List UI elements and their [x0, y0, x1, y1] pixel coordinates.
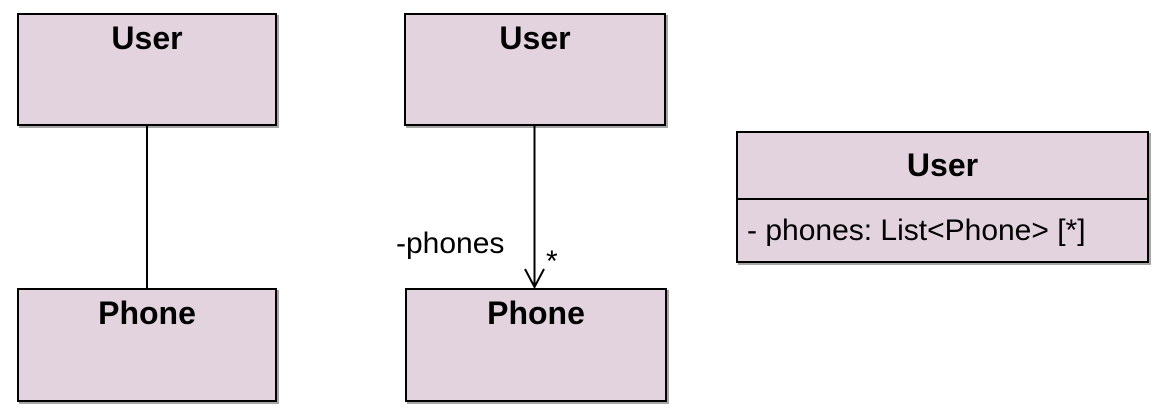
directed-association-arrow-icon — [524, 126, 545, 290]
attributes-compartment: - phones: List<Phone> [*] — [738, 200, 1147, 261]
class-box-phone-directed: Phone — [405, 288, 667, 402]
multiplicity-label: * — [546, 245, 558, 278]
attribute-phones: - phones: List<Phone> [*] — [747, 214, 1086, 247]
class-name-label: Phone — [487, 295, 585, 331]
role-name-label: -phones — [396, 227, 505, 260]
class-name-label: Phone — [98, 295, 196, 331]
class-name-label: User — [499, 20, 571, 56]
class-box-user-directed: User — [404, 13, 666, 126]
class-name-label: User — [738, 133, 1147, 200]
class-box-user-attribute: User - phones: List<Phone> [*] — [736, 131, 1149, 263]
association-line — [146, 126, 148, 288]
class-box-user-plain: User — [17, 13, 277, 126]
class-name-label: User — [111, 20, 183, 56]
class-box-phone-plain: Phone — [17, 288, 277, 402]
